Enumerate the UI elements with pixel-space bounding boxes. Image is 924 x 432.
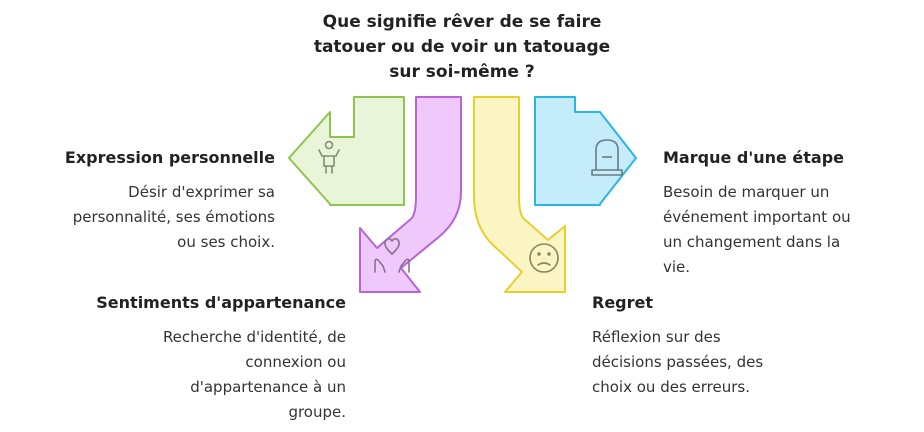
yellow-arrow [473, 96, 566, 293]
desc-expression-line: Désir d'exprimer sa [128, 183, 275, 201]
desc-etape-line: vie. [663, 258, 691, 276]
sad-face-icon [529, 243, 559, 273]
desc-appartenance: Recherche d'identité, de connexion ou d'… [40, 325, 346, 425]
title-line-2: tatouer ou de voir un tatouage [313, 37, 611, 57]
heading-appartenance: Sentiments d'appartenance [96, 293, 346, 312]
desc-expression: Désir d'exprimer sa personnalité, ses ém… [30, 180, 275, 255]
desc-etape: Besoin de marquer un événement important… [663, 180, 913, 280]
desc-regret-line: décisions passées, des [592, 353, 764, 371]
desc-appartenance-line: groupe. [288, 403, 346, 421]
title-line-3: sur soi-même ? [389, 62, 535, 82]
desc-appartenance-line: Recherche d'identité, de [162, 328, 346, 346]
heart-hands-icon [374, 237, 410, 273]
diagram-title: Que signifie rêver de se faire tatouer o… [262, 10, 662, 85]
heading-etape: Marque d'une étape [663, 148, 845, 167]
desc-etape-line: événement important ou [663, 208, 851, 226]
desc-etape-line: un changement dans la [663, 233, 841, 251]
desc-appartenance-line: connexion ou [245, 353, 346, 371]
desc-etape-line: Besoin de marquer un [663, 183, 830, 201]
person-icon [318, 140, 340, 174]
desc-regret-line: choix ou des erreurs. [592, 378, 750, 396]
green-arrow [288, 96, 405, 206]
desc-regret: Réflexion sur des décisions passées, des… [592, 325, 892, 400]
title-line-1: Que signifie rêver de se faire [322, 12, 602, 32]
desc-expression-line: ou ses choix. [177, 233, 275, 251]
heading-expression: Expression personnelle [64, 148, 275, 167]
desc-regret-line: Réflexion sur des [592, 328, 721, 346]
desc-expression-line: personnalité, ses émotions [72, 208, 275, 226]
desc-appartenance-line: d'appartenance à un [190, 378, 346, 396]
heading-regret: Regret [592, 293, 654, 312]
milestone-icon [591, 139, 623, 176]
blue-arrow [534, 96, 637, 206]
